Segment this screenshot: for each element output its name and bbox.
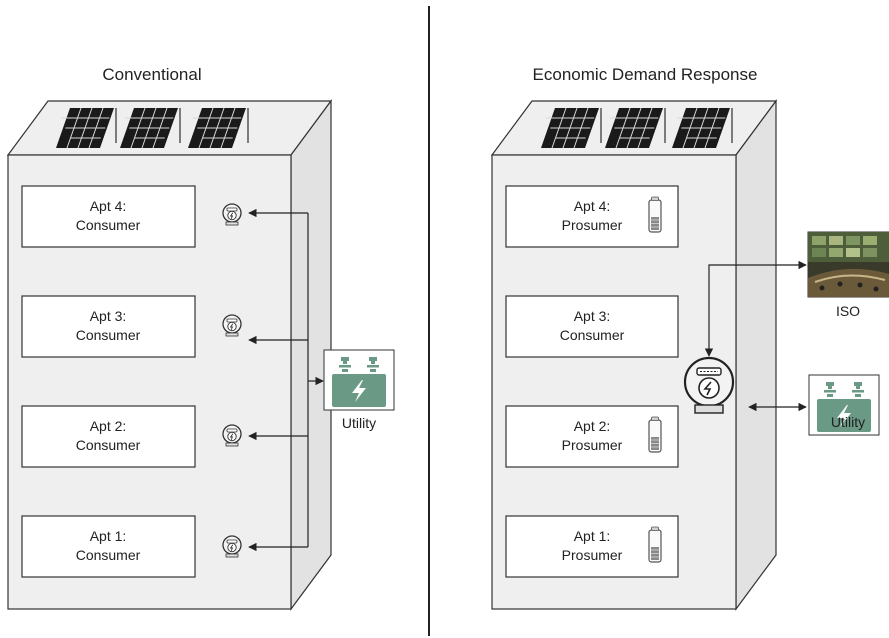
battery-icon	[648, 526, 662, 563]
apartment-label: Apt 1:	[90, 528, 127, 544]
apartment-role: Prosumer	[562, 437, 623, 453]
utility-icon	[323, 349, 395, 411]
apartment-label: Apt 4:	[574, 198, 611, 214]
meter-icon	[222, 424, 242, 447]
panel-title: Economic Demand Response	[533, 65, 758, 84]
demand-response-panel: Economic Demand Response Apt 4: Prosumer…	[490, 65, 889, 611]
battery-icon	[648, 196, 662, 233]
apartment-label: Apt 2:	[574, 418, 611, 434]
apartment-box: Apt 1: Consumer	[21, 515, 196, 578]
apartment-box: Apt 4: Prosumer	[505, 185, 679, 248]
apartment-box: Apt 2: Prosumer	[505, 405, 679, 468]
conventional-panel: Conventional Apt 4: Consumer Apt 3: Cons…	[6, 65, 395, 611]
battery-icon	[648, 416, 662, 453]
apartment-label: Apt 4:	[90, 198, 127, 214]
meter-icon	[222, 314, 242, 337]
apartment-role: Consumer	[76, 547, 141, 563]
connection-lines	[704, 260, 807, 412]
apartment-label: Apt 3:	[90, 308, 127, 324]
apartment-box: Apt 2: Consumer	[21, 405, 196, 468]
apartment-role: Consumer	[76, 437, 141, 453]
panel-title: Conventional	[102, 65, 201, 84]
apartment-role: Prosumer	[562, 217, 623, 233]
apartment-label: Apt 3:	[574, 308, 611, 324]
apartment-box: Apt 3: Consumer	[505, 295, 679, 358]
meter-icon	[222, 203, 242, 226]
apartment-role: Consumer	[76, 327, 141, 343]
apartment-role: Consumer	[76, 217, 141, 233]
smart-meter-icon	[683, 356, 735, 414]
iso-control-room-image	[807, 231, 889, 298]
apartment-label: Apt 2:	[90, 418, 127, 434]
utility-label: Utility	[831, 414, 865, 430]
apartment-label: Apt 1:	[574, 528, 611, 544]
apartment-box: Apt 4: Consumer	[21, 185, 196, 248]
iso-label: ISO	[836, 303, 860, 319]
apartment-box: Apt 1: Prosumer	[505, 515, 679, 578]
apartment-box: Apt 3: Consumer	[21, 295, 196, 358]
apartment-role: Prosumer	[562, 547, 623, 563]
utility-label: Utility	[342, 415, 376, 431]
connection-lines	[248, 208, 324, 552]
meter-icon	[222, 535, 242, 558]
apartment-role: Consumer	[560, 327, 625, 343]
